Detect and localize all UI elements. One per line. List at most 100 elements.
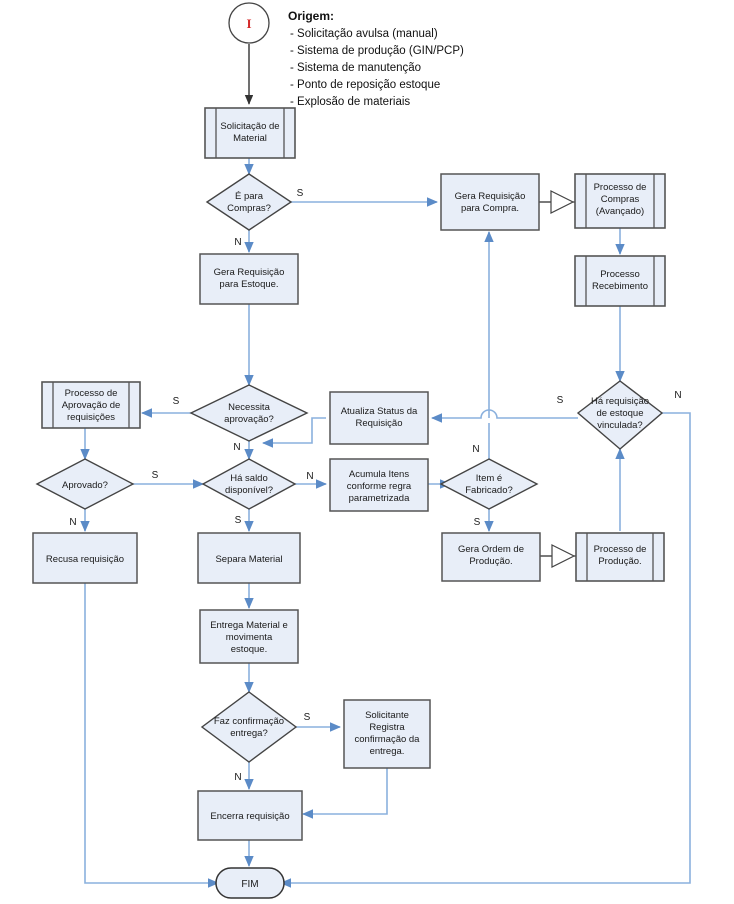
edge-recusa-to-fim [84,583,219,888]
legend-heading: Origem: [288,9,334,23]
node-label-line2: entrega? [230,728,268,739]
node-label-line2: Recebimento [592,281,648,292]
node-label-line1: Encerra requisição [210,811,289,822]
label-fabricado-s: S [474,517,481,528]
label-compras-s: S [297,188,304,199]
legend-item-2: - Sistema de manutenção [290,62,421,74]
label-vinculada-n: N [674,390,681,401]
node-label-line1: Recusa requisição [46,554,124,565]
node-label-line1: Há saldo [230,473,268,484]
label-aprovacao-n: N [233,442,240,453]
node-label-line3: parametrizada [349,493,410,504]
node-label-line1: Separa Material [215,554,282,565]
node-label-line1: Processo de [594,544,647,555]
node-gera-requisicao-compra[interactable]: Gera Requisição para Compra. [440,173,540,231]
connector-triangle-compras [550,190,575,214]
node-processo-compras[interactable]: Processo de Compras (Avançado) [574,173,666,229]
node-acumula-itens[interactable]: Acumula Itens conforme regra parametriza… [329,458,429,512]
node-label-line2: Compras [601,194,640,205]
node-solicitacao-material[interactable]: Solicitação de Material [204,107,296,159]
node-label-line2: Aprovação de [62,400,121,411]
node-label-line2: aprovação? [224,414,274,425]
start-label: I [246,16,251,31]
edge-solicitante-to-encerra [302,768,388,819]
node-label-line4: entrega. [370,746,405,757]
legend-item-3: - Ponto de reposição estoque [290,79,440,91]
label-aprovado-s: S [152,470,159,481]
node-label-line2: Requisição [356,418,403,429]
node-label-line1: Aprovado? [62,480,108,491]
node-label-line2: conforme regra [347,481,412,492]
label-confirmacao-s: S [304,712,311,723]
node-label-line2: Material [233,133,267,144]
node-label-line1: Necessita [228,402,270,413]
node-separa-material[interactable]: Separa Material [197,532,301,584]
node-label-line1: É para [235,191,264,202]
node-label-line2: movimenta [226,632,273,643]
node-processo-aprovacao[interactable]: Processo de Aprovação de requisições [41,381,141,429]
node-label-line3: vinculada? [597,420,642,431]
node-atualiza-status[interactable]: Atualiza Status da Requisição [329,391,429,445]
node-label-line2: para Compra. [461,203,519,214]
node-label-line1: Solicitação de [220,121,279,132]
node-label-line1: Gera Requisição [214,267,285,278]
node-fim[interactable]: FIM [215,867,285,899]
node-item-fabricado[interactable]: Item é Fabricado? [439,458,539,510]
label-aprovacao-s: S [173,396,180,407]
label-confirmacao-n: N [234,772,241,783]
label-fabricado-n: N [472,444,479,455]
flow-nodes: I Solicitação de Material É para Compras… [32,2,666,899]
connector-triangle-producao [551,544,576,568]
node-label-line1: Há requisição [591,396,649,407]
node-ha-requisicao-estoque[interactable]: Há requisição de estoque vinculada? [576,380,664,450]
node-label-line3: estoque. [231,644,267,655]
node-encerra-requisicao[interactable]: Encerra requisição [197,790,303,841]
node-label-line2: de estoque [596,408,643,419]
node-e-para-compras[interactable]: É para Compras? [205,173,293,231]
fim-label: FIM [241,879,258,890]
legend-item-0: - Solicitação avulsa (manual) [290,28,438,40]
node-label-line1: Item é [476,473,502,484]
node-solicitante-registra[interactable]: Solicitante Registra confirmação da entr… [343,699,431,769]
node-start[interactable]: I [228,2,270,44]
node-gera-ordem-producao[interactable]: Gera Ordem de Produção. [441,532,541,582]
node-gera-requisicao-estoque[interactable]: Gera Requisição para Estoque. [199,253,299,305]
node-label-line1: Gera Requisição [455,191,526,202]
label-compras-n: N [234,237,241,248]
node-recusa-requisicao[interactable]: Recusa requisição [32,532,138,584]
edge-labels: S N S N S N N S N S S N S N [69,188,681,783]
node-entrega-material[interactable]: Entrega Material e movimenta estoque. [199,609,299,664]
label-aprovado-n: N [69,517,76,528]
node-label-line2: Compras? [227,203,271,214]
legend-item-1: - Sistema de produção (GIN/PCP) [290,45,464,57]
node-label-line2: Produção. [598,556,641,567]
node-aprovado[interactable]: Aprovado? [35,458,135,510]
label-vinculada-s: S [557,395,564,406]
node-label-line3: requisições [67,412,115,423]
node-label-line1: Processo [600,269,640,280]
node-necessita-aprovacao[interactable]: Necessita aprovação? [189,384,309,442]
legend-item-4: - Explosão de materiais [290,96,410,108]
node-label-line2: Fabricado? [465,485,513,496]
edge-atualiza-to-necessita-n [262,417,326,448]
node-label-line1: Solicitante [365,710,409,721]
edge-vinculada-n [280,412,691,888]
node-label-line1: Atualiza Status da [341,406,418,417]
node-label-line1: Processo de [594,182,647,193]
node-label-line3: confirmação da [355,734,421,745]
node-faz-confirmacao[interactable]: Faz confirmação entrega? [200,691,298,763]
label-saldo-s: S [235,515,242,526]
label-saldo-n: N [306,471,313,482]
origem-legend: Origem: - Solicitação avulsa (manual) - … [288,9,464,108]
node-label-line2: Registra [369,722,405,733]
node-label-line1: Gera Ordem de [458,544,524,555]
node-label-line1: Acumula Itens [349,469,409,480]
node-processo-producao[interactable]: Processo de Produção. [575,532,665,582]
flow-connectors [80,44,691,888]
node-ha-saldo[interactable]: Há saldo disponível? [201,458,297,510]
node-label-line1: Entrega Material e [210,620,288,631]
node-processo-recebimento[interactable]: Processo Recebimento [574,255,666,307]
edge-vinculada-s-bus [431,409,578,423]
